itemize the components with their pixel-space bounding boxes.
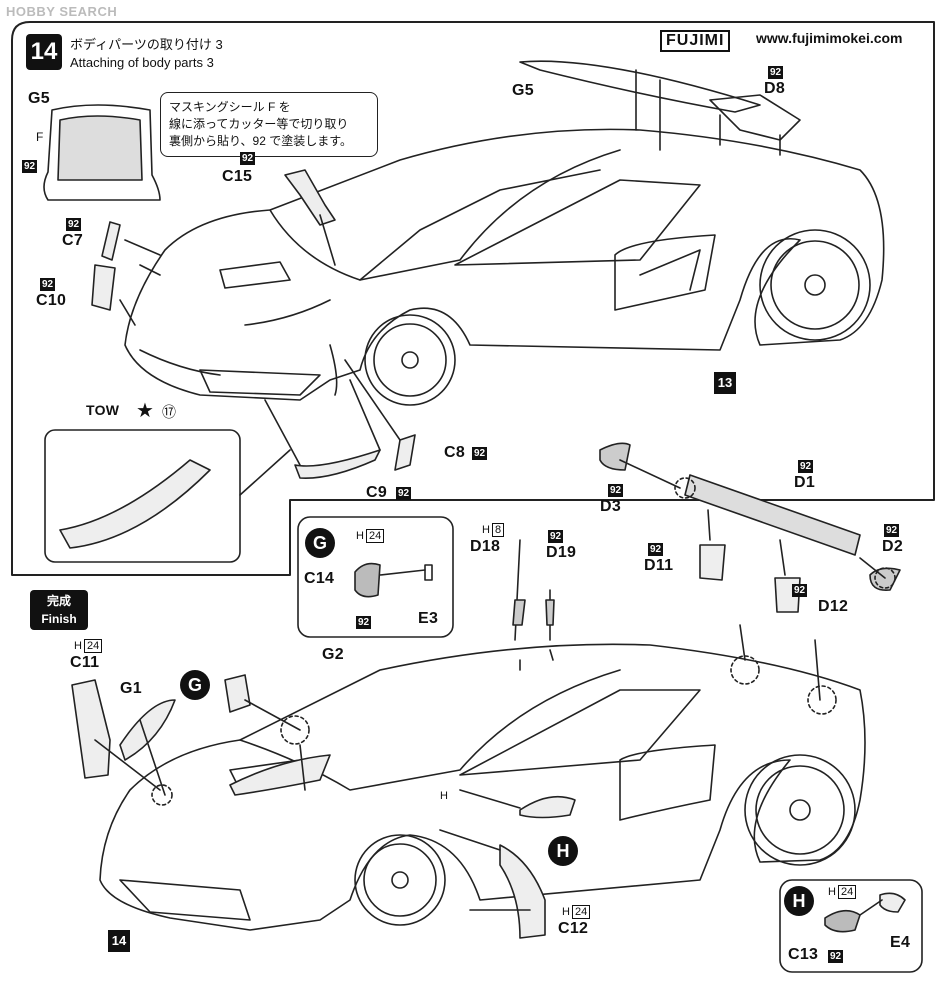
note-line-2: 線に添ってカッター等で切り取り	[169, 117, 349, 131]
title-en: Attaching of body parts 3	[70, 55, 214, 70]
label-d18: D18	[470, 538, 501, 555]
label-f: F	[36, 130, 44, 144]
label-c13: C13	[788, 946, 819, 963]
badge-92: 92	[792, 584, 808, 597]
label-c14: C14	[304, 570, 335, 587]
label-g1: G1	[120, 680, 142, 697]
label-c11: C11	[70, 654, 100, 671]
badge-92: 92	[828, 950, 844, 963]
badge-92: 92	[240, 152, 256, 165]
bottom-car	[99, 643, 866, 931]
finish-badge: 完成 Finish	[30, 590, 88, 630]
label-d19: D19	[546, 544, 577, 561]
label-g5: G5	[512, 82, 534, 99]
badge-92: 92	[66, 218, 82, 231]
badge-92: 92	[396, 487, 412, 500]
badge-92: 92	[608, 484, 624, 497]
label-d3: D3	[600, 498, 622, 515]
label-d11: D11	[644, 557, 674, 574]
label-c8: C8	[444, 444, 466, 461]
label-e3: E3	[418, 610, 439, 627]
badge-92: 92	[472, 447, 488, 460]
label-c9: C9	[366, 484, 388, 501]
badge-92: 92	[768, 66, 784, 79]
badge-92: 92	[356, 616, 372, 629]
label-d12: D12	[818, 598, 849, 615]
badge-92: 92	[884, 524, 900, 537]
finish-jp: 完成	[46, 594, 71, 608]
windshield-g5	[43, 104, 161, 201]
tow-label: TOW	[86, 402, 120, 418]
brand-logo: FUJIMI	[660, 30, 731, 52]
badge-92: 92	[22, 160, 38, 173]
star-icon: ★	[136, 400, 154, 422]
callout-h: H	[548, 836, 578, 866]
ref-step-14: 14	[108, 930, 130, 952]
label-g5-windshield: G5	[28, 90, 50, 107]
badge-92: 92	[798, 460, 814, 473]
step-frame	[11, 21, 935, 576]
finish-en: Finish	[41, 612, 77, 626]
label-d2: D2	[882, 538, 904, 555]
note-line-3: 裏側から貼り、92 で塗装します。	[169, 134, 353, 148]
label-c10: C10	[36, 292, 67, 309]
label-d1: D1	[794, 474, 816, 491]
label-e4: E4	[890, 934, 911, 951]
ref-step-13: 13	[714, 372, 736, 394]
g5-rear-wing	[519, 60, 761, 113]
d1-wing	[684, 474, 861, 556]
top-car	[124, 128, 885, 406]
masking-note: マスキングシール F を 線に添ってカッター等で切り取り 裏側から貼り、92 で…	[160, 92, 378, 157]
badge-92: 92	[40, 278, 56, 291]
note-line-1: マスキングシール F を	[169, 100, 291, 114]
tow-decal-number: ⑰	[162, 404, 176, 420]
callout-g-bottom: G	[180, 670, 210, 700]
callout-h-sub: H	[784, 886, 814, 916]
label-c7: C7	[62, 232, 84, 249]
badge-92: 92	[648, 543, 664, 556]
step-number: 14	[26, 34, 62, 70]
label-c12: C12	[558, 920, 589, 937]
badge-92: 92	[548, 530, 564, 543]
label-g2: G2	[322, 646, 344, 663]
title-jp: ボディパーツの取り付け 3	[70, 37, 223, 52]
label-d8: D8	[764, 80, 786, 97]
callout-g: G	[305, 528, 335, 558]
label-c15: C15	[222, 168, 253, 185]
website-url: www.fujimimokei.com	[756, 30, 903, 46]
watermark: HOBBY SEARCH	[6, 4, 118, 19]
paint-h-mirror: H	[440, 790, 448, 802]
d8-part	[709, 94, 801, 141]
